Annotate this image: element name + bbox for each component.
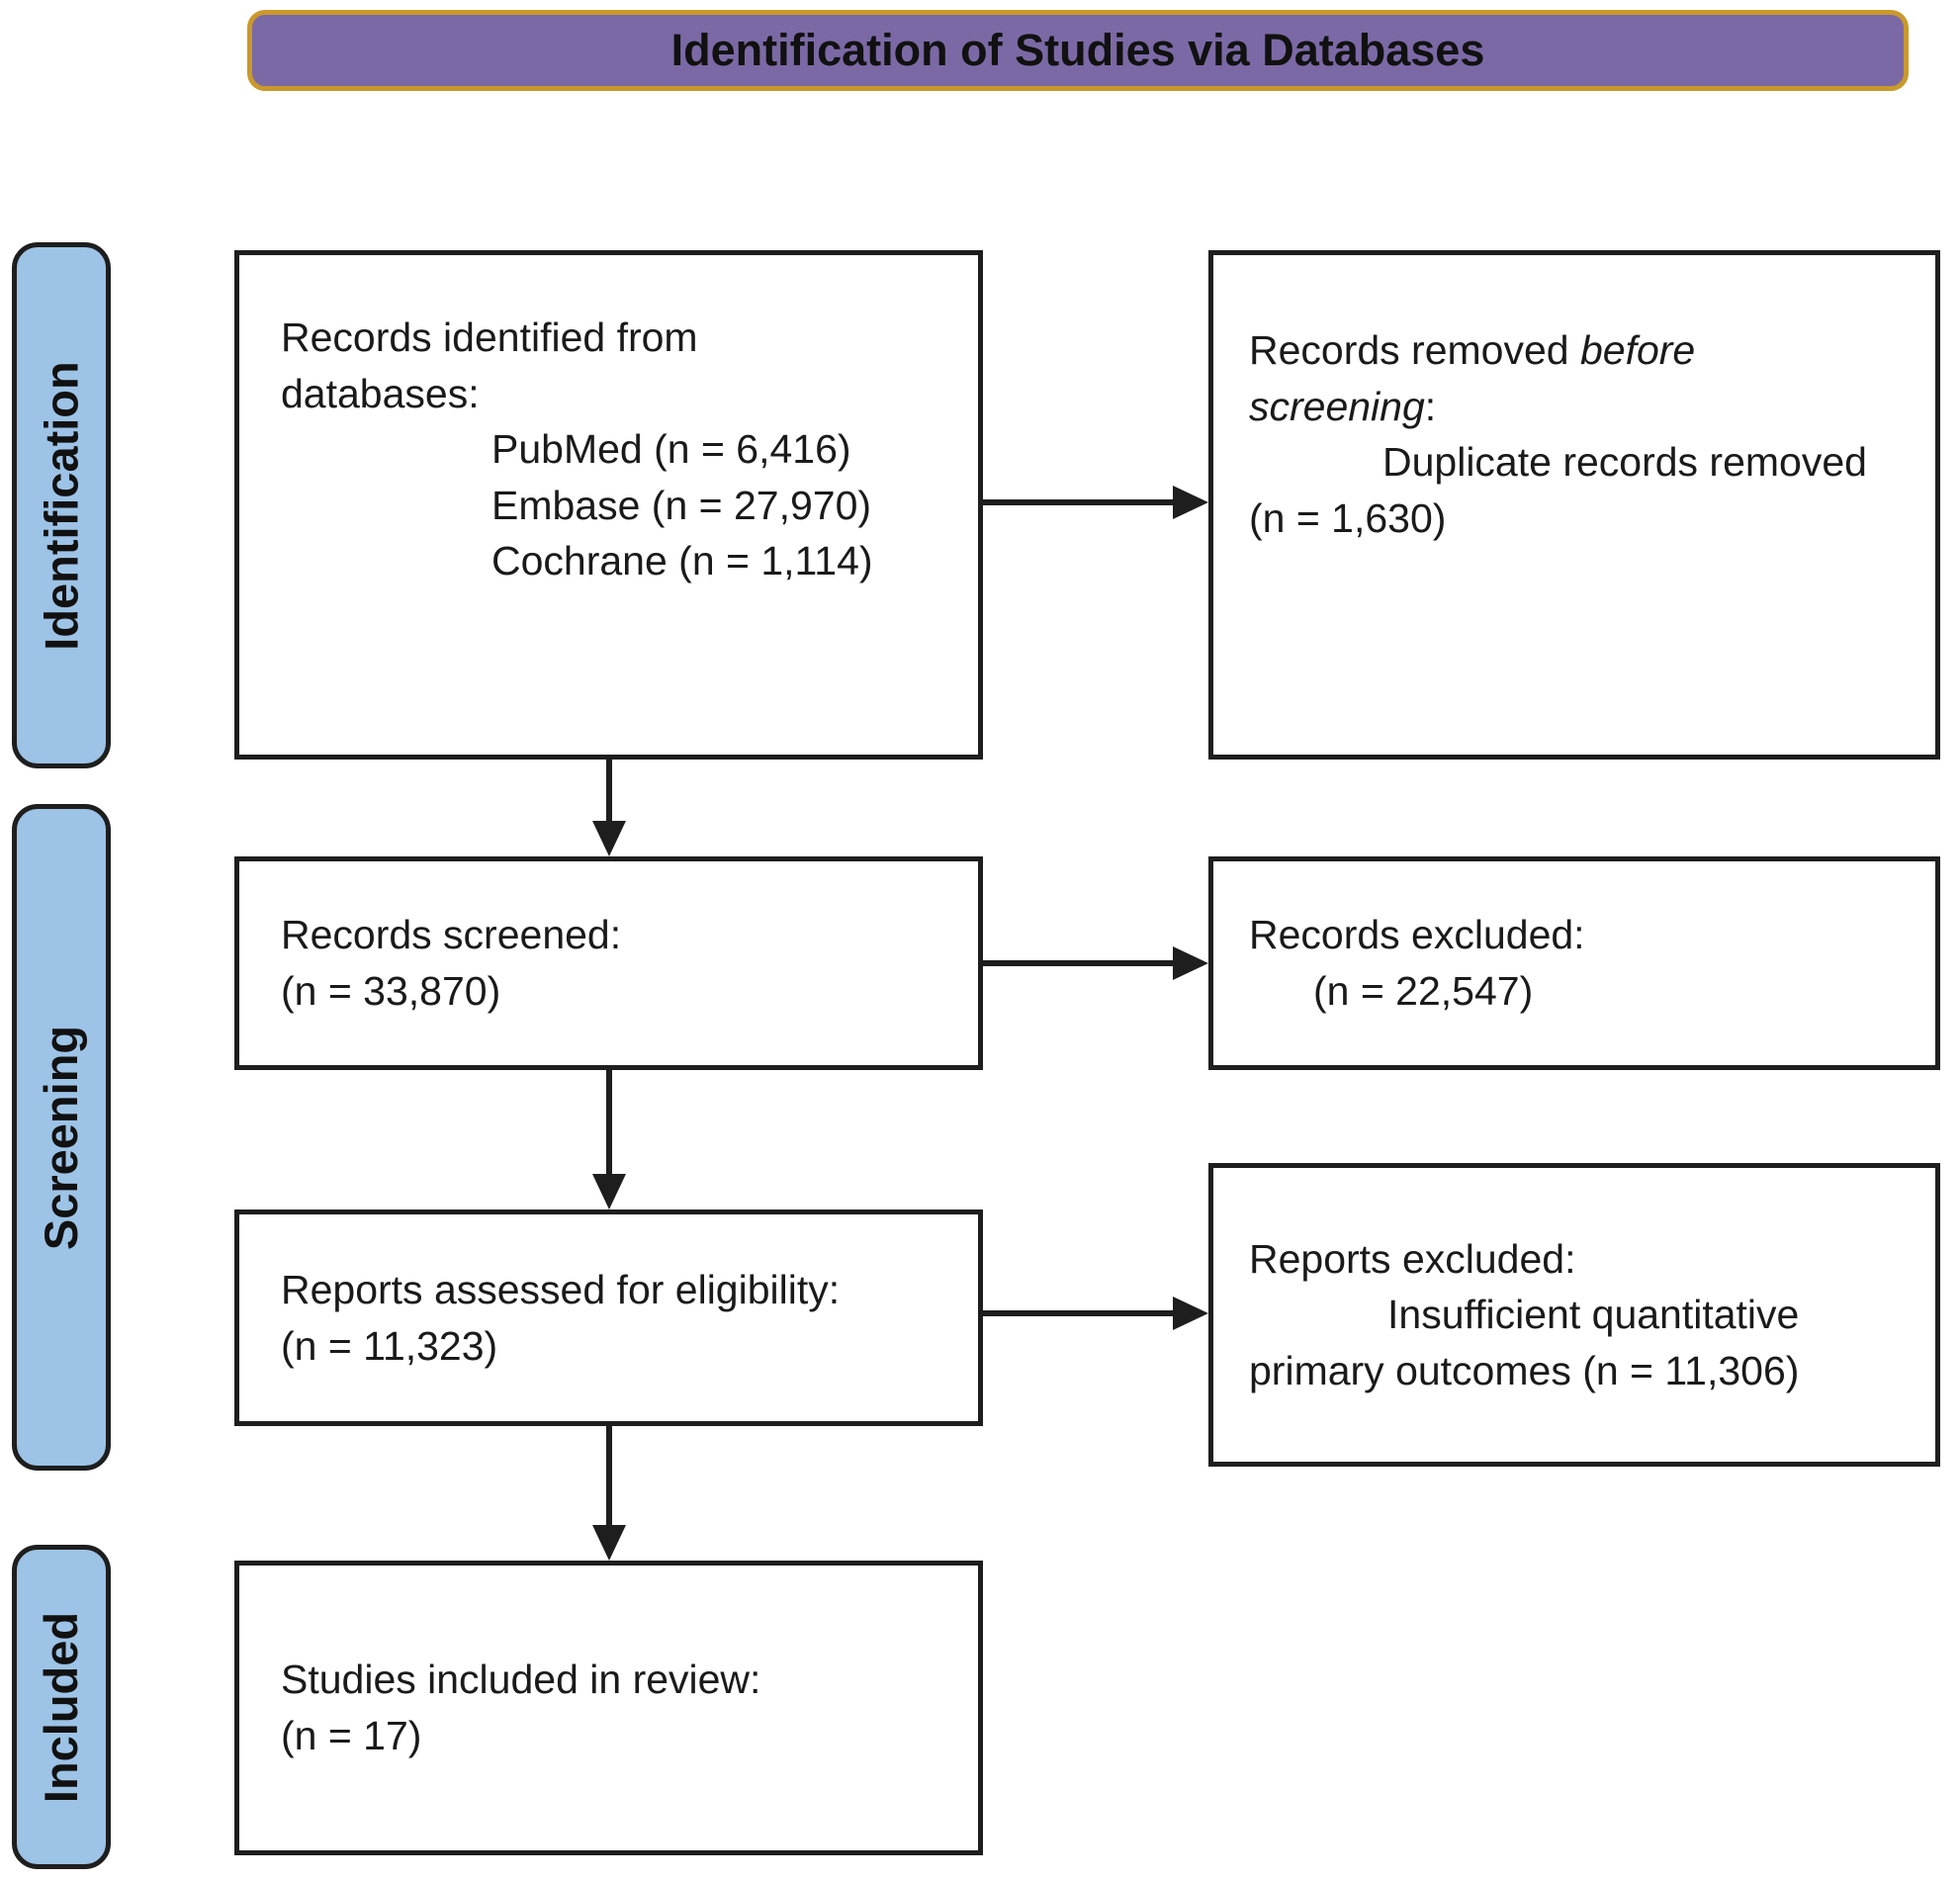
arrow-line <box>606 1426 612 1527</box>
stage-label-identification: Identification <box>12 242 111 768</box>
arrow-head-down-icon <box>592 821 626 856</box>
records-removed-part1: Records removed <box>1249 327 1580 373</box>
records-identified-cochrane: Cochrane (n = 1,114) <box>491 538 873 584</box>
reports-excluded-line3: primary outcomes (n = 11,306) <box>1249 1347 1800 1393</box>
box-studies-included: Studies included in review: (n = 17) <box>234 1561 983 1855</box>
studies-included-count: (n = 17) <box>281 1713 422 1758</box>
stage-label-included-text: Included <box>35 1611 88 1803</box>
box-records-removed: Records removed before screening: Duplic… <box>1208 250 1940 760</box>
box-records-excluded: Records excluded: (n = 22,547) <box>1208 856 1940 1070</box>
box-records-identified: Records identified from databases: PubMe… <box>234 250 983 760</box>
records-removed-part4: : <box>1424 383 1437 429</box>
records-screened-count: (n = 33,870) <box>281 968 501 1014</box>
stage-label-screening-text: Screening <box>35 1025 88 1250</box>
arrow-head-down-icon <box>592 1525 626 1561</box>
studies-included-line1: Studies included in review: <box>281 1657 761 1703</box>
records-removed-line2: screening: <box>1249 379 1935 435</box>
arrow-head-right-icon <box>1173 486 1208 519</box>
box-reports-excluded: Reports excluded: Insufficient quantitat… <box>1208 1163 1940 1467</box>
records-removed-line1: Records removed before <box>1249 322 1935 379</box>
reports-excluded-line2: Insufficient quantitative <box>1387 1292 1800 1338</box>
records-removed-part3: screening <box>1249 383 1425 429</box>
arrow-line <box>606 760 612 825</box>
stage-label-screening: Screening <box>12 804 111 1471</box>
records-removed-part2: before <box>1579 327 1696 373</box>
arrow-head-right-icon <box>1173 946 1208 980</box>
box-records-screened: Records screened: (n = 33,870) <box>234 856 983 1070</box>
stage-label-identification-text: Identification <box>35 360 88 651</box>
records-removed-detail: Duplicate records removed <box>1382 439 1867 486</box>
title-banner: Identification of Studies via Databases <box>247 10 1909 91</box>
stage-label-included: Included <box>12 1545 111 1869</box>
records-identified-line1: Records identified from <box>281 314 698 360</box>
box-reports-assessed: Reports assessed for eligibility: (n = 1… <box>234 1209 983 1426</box>
records-excluded-count: (n = 22,547) <box>1313 968 1534 1014</box>
records-screened-line1: Records screened: <box>281 912 622 958</box>
reports-excluded-line1: Reports excluded: <box>1249 1235 1576 1282</box>
records-removed-count: (n = 1,630) <box>1249 494 1447 541</box>
title-text: Identification of Studies via Databases <box>670 25 1485 75</box>
arrow-line <box>983 1310 1175 1316</box>
records-identified-embase: Embase (n = 27,970) <box>491 482 872 528</box>
arrow-line <box>983 960 1175 966</box>
arrow-head-right-icon <box>1173 1297 1208 1330</box>
arrow-head-down-icon <box>592 1174 626 1209</box>
arrow-line <box>983 499 1175 505</box>
records-identified-line2: databases: <box>281 370 480 416</box>
reports-assessed-count: (n = 11,323) <box>281 1322 498 1369</box>
records-identified-pubmed: PubMed (n = 6,416) <box>491 426 851 473</box>
records-excluded-line1: Records excluded: <box>1249 912 1585 958</box>
arrow-line <box>606 1070 612 1176</box>
reports-assessed-line1: Reports assessed for eligibility: <box>281 1266 841 1312</box>
